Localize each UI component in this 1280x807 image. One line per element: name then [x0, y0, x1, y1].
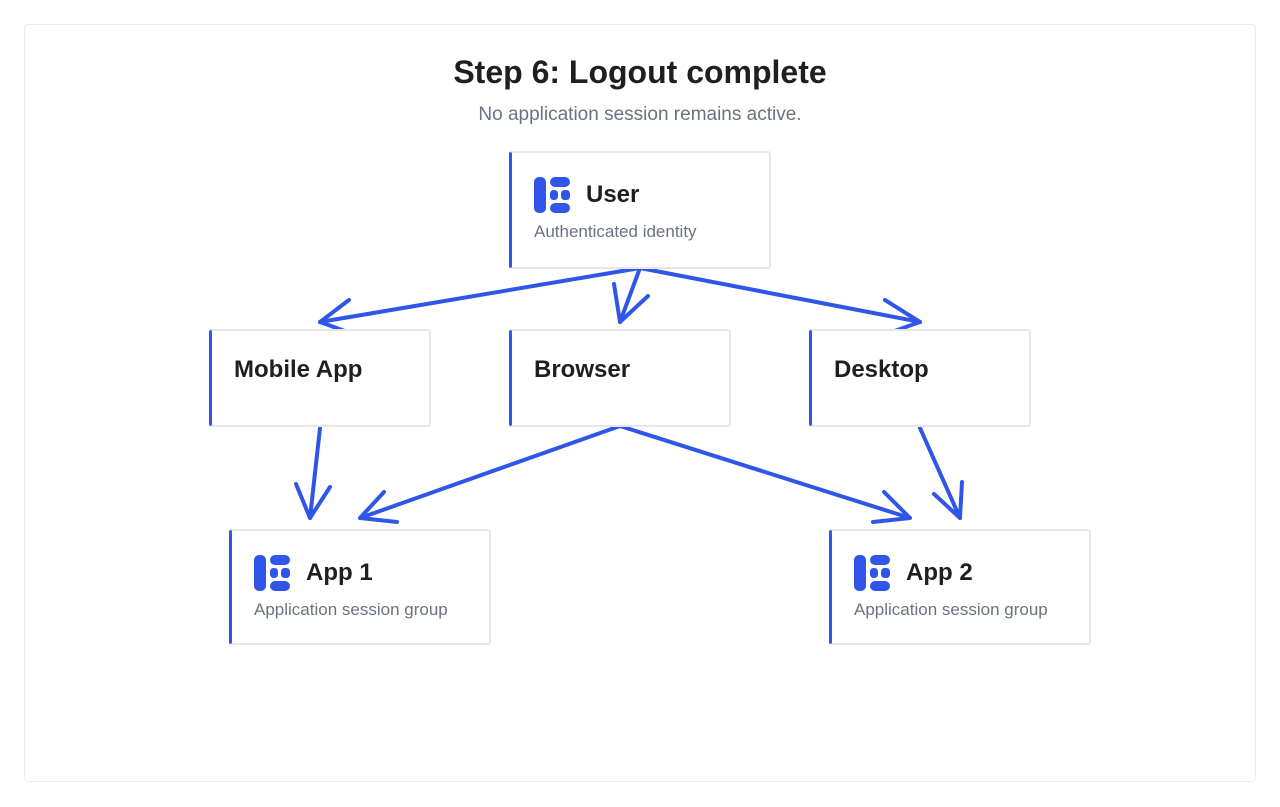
node-mobile-app[interactable]: Mobile App — [209, 329, 431, 427]
diagram-title: Step 6: Logout complete — [453, 54, 827, 90]
node-app2-name: App 2 — [906, 559, 973, 586]
session-group-icon — [254, 555, 290, 591]
node-app1[interactable]: App 1 Application session group — [229, 529, 491, 645]
node-desktop-header: Desktop — [834, 355, 929, 385]
node-app1-description: Application session group — [254, 600, 448, 619]
node-app2[interactable]: App 2 Application session group — [829, 529, 1091, 645]
node-app1-header: App 1 — [254, 555, 373, 591]
session-group-icon — [534, 177, 570, 213]
node-desktop-name: Desktop — [834, 356, 929, 383]
session-group-icon — [854, 555, 890, 591]
node-browser[interactable]: Browser — [509, 329, 731, 427]
node-desktop[interactable]: Desktop — [809, 329, 1031, 427]
node-app1-name: App 1 — [306, 559, 373, 586]
node-app2-description: Application session group — [854, 600, 1048, 619]
node-user-description: Authenticated identity — [534, 222, 697, 241]
node-user[interactable]: User Authenticated identity — [509, 151, 771, 269]
node-browser-header: Browser — [534, 355, 630, 385]
node-user-name: User — [586, 181, 640, 208]
node-mobile-app-name: Mobile App — [234, 356, 363, 383]
node-user-header: User — [534, 177, 639, 213]
node-mobile-app-header: Mobile App — [234, 355, 362, 385]
node-app2-header: App 2 — [854, 555, 973, 591]
node-browser-name: Browser — [534, 356, 631, 383]
diagram-subtitle: No application session remains active. — [478, 104, 802, 125]
